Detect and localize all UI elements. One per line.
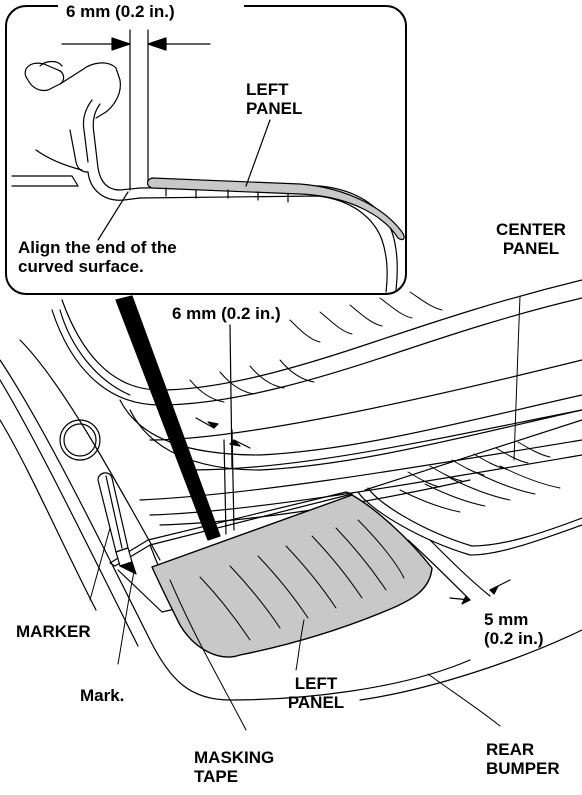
- inset-note-line-2: curved surface.: [18, 257, 144, 276]
- trunk-floor-lines: [0, 339, 582, 701]
- rear-bumper-line-2: BUMPER: [486, 759, 560, 778]
- inset-frame: [5, 0, 407, 295]
- inset-pointer: [115, 295, 221, 541]
- left-panel-ribs: [199, 519, 405, 641]
- leader-lines: [89, 295, 521, 731]
- main-gap-dimension: [195, 324, 251, 535]
- left-panel-label: LEFT PANEL: [276, 674, 356, 712]
- mark-label: Mark.: [80, 686, 125, 705]
- inset-note-line-1: Align the end of the: [18, 238, 177, 257]
- side-gap-dimension: [407, 539, 511, 605]
- rear-bumper-label: REAR BUMPER: [486, 740, 560, 778]
- inset-detail: [11, 29, 405, 293]
- trim-ribs: [189, 291, 443, 403]
- upper-trim: [51, 279, 582, 526]
- side-gap-line-2: (0.2 in.): [484, 629, 544, 648]
- masking-tape-line-1: MASKING: [194, 748, 275, 767]
- rear-bumper-line-1: REAR: [486, 740, 535, 759]
- inset-note: Align the end of the curved surface.: [18, 238, 177, 276]
- masking-tape-label: MASKING TAPE: [194, 748, 274, 786]
- inset-left-panel-line-1: LEFT: [246, 80, 289, 99]
- center-panel-label: CENTER PANEL: [484, 220, 578, 258]
- center-panel-line-2: PANEL: [502, 239, 560, 258]
- main-gap-label: 6 mm (0.2 in.): [172, 304, 281, 323]
- center-panel: [357, 419, 582, 556]
- inset-left-panel-line-2: PANEL: [246, 99, 303, 118]
- inset-gap-label: 6 mm (0.2 in.): [66, 2, 175, 21]
- side-gap-label: 5 mm (0.2 in.): [484, 610, 544, 648]
- side-gap-line-1: 5 mm: [484, 610, 529, 629]
- marker-label: MARKER: [16, 622, 91, 641]
- left-pillar: [59, 309, 131, 461]
- center-panel-line-1: CENTER: [496, 220, 566, 239]
- left-panel-line-2: PANEL: [287, 693, 345, 712]
- marker-pen: [97, 472, 137, 575]
- left-panel-shape: [151, 494, 433, 658]
- masking-tape-line-2: TAPE: [194, 767, 239, 786]
- inset-left-panel-label: LEFT PANEL: [246, 80, 302, 118]
- left-panel-line-1: LEFT: [294, 674, 338, 693]
